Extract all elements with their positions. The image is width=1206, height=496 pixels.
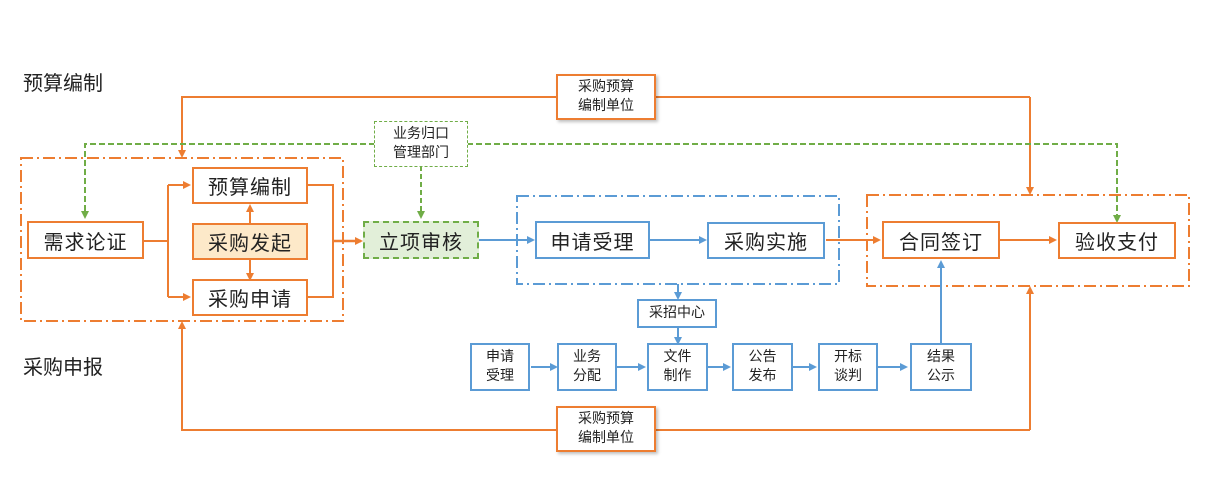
subprocess-step-6[interactable]: 结果 公示 — [910, 343, 972, 391]
node-apply[interactable]: 采购申请 — [192, 279, 308, 316]
connector-dept-right — [467, 143, 1121, 223]
annotation-business-dept: 业务归口 管理部门 — [374, 121, 468, 167]
node-label: 申请受理 — [550, 229, 635, 254]
node-accept[interactable]: 申请受理 — [535, 221, 650, 259]
step-label-line-2: 发布 — [748, 368, 777, 384]
step-label-line-1: 公告 — [748, 349, 777, 365]
node-label: 立项审核 — [379, 229, 463, 254]
node-review[interactable]: 立项审核 — [363, 221, 479, 259]
subprocess-step-3[interactable]: 文件 制作 — [647, 343, 708, 391]
subprocess-step-5[interactable]: 开标 谈判 — [818, 343, 878, 391]
annotation-line-1: 采购预算 — [578, 79, 634, 95]
node-initiate[interactable]: 采购发起 — [192, 223, 308, 260]
connector-dept-left — [81, 143, 375, 219]
node-center[interactable]: 采招中心 — [637, 299, 717, 328]
node-label: 采购实施 — [724, 230, 808, 254]
node-label: 需求论证 — [43, 229, 128, 254]
node-label: 预算编制 — [208, 175, 292, 199]
connector-budget-unit-bottom-left — [178, 321, 1030, 431]
annotation-line-2: 管理部门 — [393, 145, 449, 161]
step-label-line-2: 制作 — [663, 368, 692, 384]
node-contract[interactable]: 合同签订 — [882, 221, 1000, 259]
section-label-apply: 采购申报 — [23, 355, 103, 379]
node-implement[interactable]: 采购实施 — [707, 222, 825, 259]
step-label-line-2: 谈判 — [834, 368, 862, 384]
section-label-budget: 预算编制 — [23, 71, 103, 95]
annotation-line-2: 编制单位 — [578, 430, 634, 446]
annotation-budget-unit-top: 采购预算 编制单位 — [556, 74, 656, 120]
node-label: 采招中心 — [649, 305, 705, 321]
step-label-line-2: 分配 — [573, 368, 601, 384]
annotation-budget-unit-bottom: 采购预算 编制单位 — [556, 406, 656, 452]
subprocess-step-2[interactable]: 业务 分配 — [557, 343, 617, 391]
node-demand[interactable]: 需求论证 — [27, 221, 144, 259]
annotation-line-2: 编制单位 — [578, 98, 634, 114]
step-label-line-2: 受理 — [486, 368, 514, 384]
step-label-line-2: 公示 — [927, 368, 955, 384]
step-label-line-1: 业务 — [573, 349, 601, 365]
subprocess-step-1[interactable]: 申请 受理 — [470, 343, 530, 391]
step-label-line-1: 开标 — [834, 349, 862, 365]
connector-budget-unit-top — [178, 96, 1030, 158]
step-label-line-1: 结果 — [927, 349, 955, 365]
step-label-line-1: 申请 — [486, 349, 514, 365]
subprocess-step-4[interactable]: 公告 发布 — [732, 343, 793, 391]
annotation-line-1: 业务归口 — [393, 126, 449, 142]
node-label: 采购发起 — [208, 231, 292, 255]
annotation-line-1: 采购预算 — [578, 411, 634, 427]
node-label: 验收支付 — [1075, 230, 1159, 254]
node-budget[interactable]: 预算编制 — [192, 167, 308, 204]
node-payment[interactable]: 验收支付 — [1058, 222, 1176, 259]
step-label-line-1: 文件 — [663, 349, 692, 365]
node-label: 合同签订 — [899, 229, 983, 254]
node-label: 采购申请 — [208, 287, 292, 311]
connector-budget-merge — [308, 184, 334, 298]
